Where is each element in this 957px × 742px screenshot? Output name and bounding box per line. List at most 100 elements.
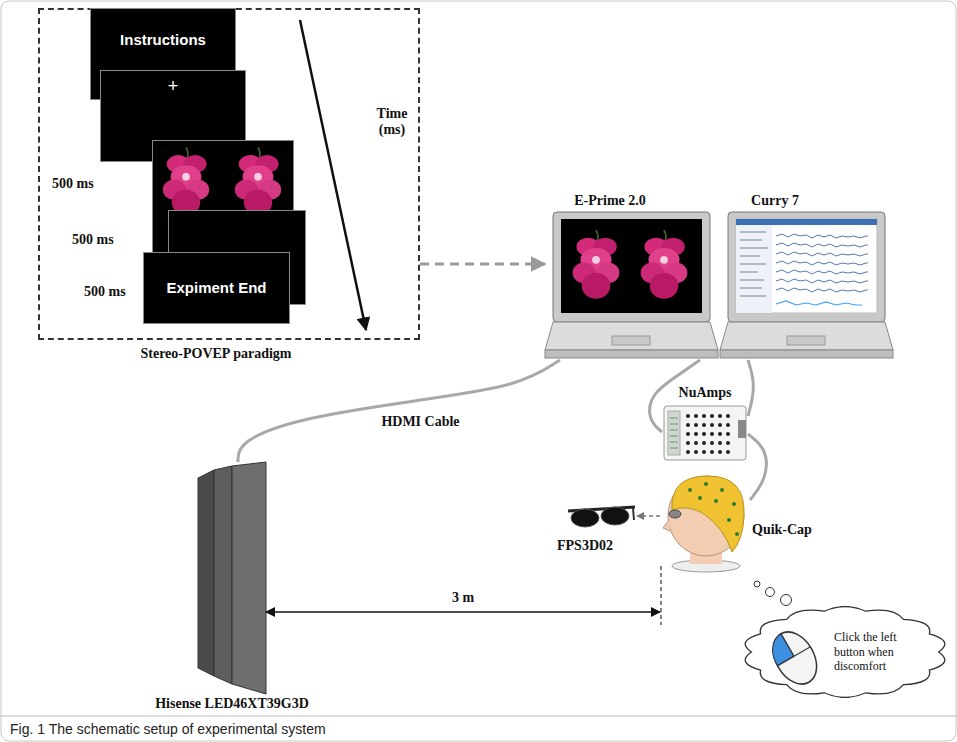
socket	[702, 414, 706, 418]
screen: Expiment End	[143, 252, 290, 324]
display-tv: Hisense LED46XT39G3D	[198, 462, 266, 694]
nose	[663, 520, 670, 531]
device-label: Quik-Cap	[752, 522, 812, 538]
cap-electrodes	[688, 482, 739, 536]
eeg-trace	[776, 261, 868, 265]
amplifier-leds	[670, 418, 678, 448]
socket	[726, 450, 730, 454]
data-cable	[748, 360, 753, 416]
eeg-trace	[776, 279, 868, 283]
mouse-left-button	[765, 634, 794, 666]
mouse-seam	[781, 634, 794, 657]
laptop-base	[545, 322, 718, 350]
laptop-lid	[728, 212, 885, 322]
socket	[686, 414, 690, 418]
electrode-cap	[672, 476, 744, 552]
bubble-dot	[766, 588, 775, 597]
orchid-picture	[235, 147, 281, 215]
bubble-dot	[754, 581, 760, 587]
eeg-trace	[776, 234, 868, 238]
wear-arrow	[637, 515, 660, 517]
head	[668, 476, 744, 556]
socket	[718, 423, 722, 427]
socket	[686, 423, 690, 427]
screen-text: Expiment End	[166, 279, 266, 297]
socket	[694, 432, 698, 436]
socket	[710, 450, 714, 454]
electrode	[688, 488, 692, 492]
device-label: Hisense LED46XT39G3D	[128, 696, 336, 712]
device-label: FPS3D02	[549, 538, 621, 554]
distance-mark	[660, 566, 661, 625]
socket	[694, 441, 698, 445]
fixation-cross: +	[168, 77, 179, 97]
laptop: E-Prime 2.0	[545, 212, 718, 360]
eeg-trace	[776, 252, 868, 256]
electrode	[735, 532, 739, 536]
socket	[726, 432, 730, 436]
paradigm-title: Stereo-POVEP paradigm	[40, 346, 392, 362]
socket	[702, 432, 706, 436]
amplifier-body	[664, 406, 746, 460]
touchpad	[612, 336, 650, 345]
glasses-lens	[571, 509, 599, 527]
duration-label: 500 ms	[52, 176, 94, 192]
eeg-trace	[776, 288, 868, 292]
laptop-front	[720, 350, 893, 358]
glasses: FPS3D02	[565, 500, 637, 534]
socket	[718, 441, 722, 445]
socket	[702, 423, 706, 427]
glasses-arm	[633, 508, 634, 520]
time-arrow	[300, 20, 366, 330]
socket	[726, 441, 730, 445]
socket	[710, 441, 714, 445]
figure-caption: Fig. 1 The schematic setup of experiment…	[10, 721, 326, 737]
bubble-dot	[781, 595, 792, 606]
duration-label: 500 ms	[72, 232, 114, 248]
socket	[694, 423, 698, 427]
electrode	[720, 488, 724, 492]
socket	[710, 414, 714, 418]
eye-glass	[669, 510, 681, 518]
laptop-front	[545, 350, 718, 358]
thought-bubbles	[754, 581, 792, 606]
electrode-sockets	[686, 414, 730, 454]
axis-label: Time (ms)	[370, 106, 414, 138]
socket	[694, 414, 698, 418]
socket	[686, 432, 690, 436]
caption-rule	[0, 716, 957, 717]
tv-side	[214, 466, 232, 684]
electrode	[714, 499, 718, 503]
connector-label: 3 m	[449, 590, 477, 606]
tv-side	[198, 470, 214, 676]
mouse-body	[765, 624, 826, 691]
shutter-glasses	[568, 507, 635, 527]
tree-lines	[740, 232, 768, 296]
distance-arrow	[266, 611, 660, 613]
tv-set	[198, 462, 266, 694]
socket	[726, 414, 730, 418]
head-with-cap	[663, 476, 744, 572]
tree-panel	[736, 225, 772, 313]
electrode	[732, 502, 736, 506]
hdmi-cable	[238, 360, 560, 462]
flow-arrow	[420, 263, 545, 266]
laptop-base	[720, 322, 893, 350]
device-label: Curry 7	[720, 193, 830, 209]
connector-label: HDMI Cable	[378, 414, 462, 430]
amplifier-panel	[668, 411, 680, 455]
note-text: Click the left button when discomfort	[834, 630, 922, 673]
amplifier	[664, 406, 746, 460]
laptop-stimulus	[545, 212, 718, 358]
socket	[710, 432, 714, 436]
socket	[702, 441, 706, 445]
socket	[718, 450, 722, 454]
subject-head: Quik-Cap	[660, 474, 750, 625]
socket	[726, 423, 730, 427]
device-label: E-Prime 2.0	[545, 193, 675, 209]
orchid-picture	[163, 147, 209, 215]
socket	[702, 450, 706, 454]
cloud-shape	[745, 607, 945, 698]
